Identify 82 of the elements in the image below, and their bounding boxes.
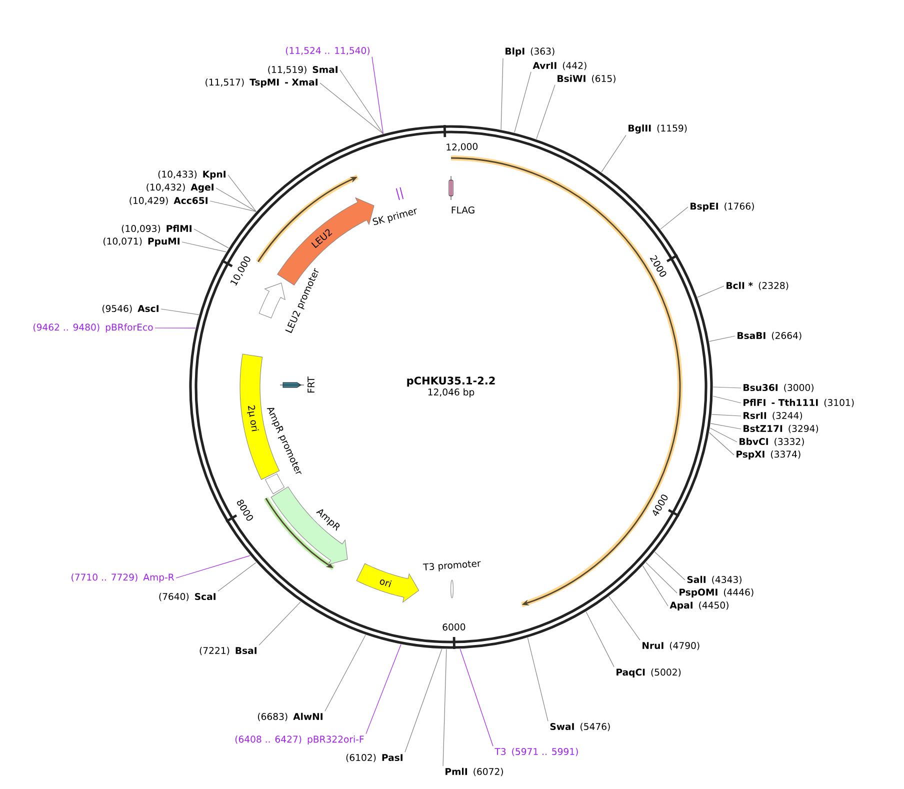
- enzyme-site-label: SalI (4343): [687, 576, 742, 584]
- leader-line: [372, 56, 384, 134]
- feature-label: FLAG: [452, 206, 474, 214]
- plasmid-name: pCHKU35.1-2.2 12,046 bp: [407, 376, 495, 398]
- leader-line: [697, 286, 724, 298]
- leader-line: [228, 174, 256, 212]
- enzyme-site-label: ApaI (4450): [670, 602, 728, 610]
- tick-label: 12,000: [446, 142, 478, 152]
- leader-line: [218, 562, 256, 592]
- leader-line: [176, 555, 250, 578]
- enzyme-site-label: (11,519) SmaI: [268, 66, 338, 74]
- gene-feature: ori: [356, 563, 420, 602]
- leader-line: [586, 611, 614, 668]
- enzyme-site-label: (10,433) KpnI: [158, 170, 226, 180]
- leader-line: [366, 644, 402, 734]
- enzyme-site-label: SwaI (5476): [550, 722, 610, 732]
- leader-line: [210, 200, 256, 212]
- enzyme-site-label: (10,432) AgeI: [146, 183, 214, 193]
- primer-label: (11,524 .. 11,540): [286, 46, 370, 56]
- enzyme-site-label: (7640) ScaI: [159, 592, 216, 602]
- enzyme-site-label: PspOMI (4446): [680, 588, 754, 598]
- leader-line: [646, 562, 678, 594]
- enzyme-site-label: PflFI - Tth111I (3101): [744, 398, 854, 408]
- feature-label: T3 promoter: [422, 560, 481, 572]
- leader-line: [182, 242, 227, 252]
- primer-label: T3 (5971 .. 5991): [494, 748, 578, 756]
- leader-line: [654, 552, 686, 580]
- enzyme-site-label: NruI (4790): [642, 642, 700, 650]
- leader-line: [194, 228, 229, 248]
- feature-label: SK primer: [372, 208, 417, 225]
- enzyme-site-label: BglII (1159): [628, 124, 687, 134]
- leader-line: [660, 206, 688, 230]
- enzyme-site-label: PaqCI (5002): [616, 668, 681, 678]
- leader-line: [258, 601, 301, 646]
- enzyme-site-label: BlpI (363): [506, 47, 554, 56]
- leader-line: [340, 70, 384, 134]
- enzyme-site-label: (10,429) Acc65I: [130, 196, 208, 206]
- enzyme-site-label: BstZ17I (3294): [744, 424, 818, 434]
- leader-line: [708, 336, 736, 342]
- leader-line: [710, 428, 738, 442]
- primer-label: (9462 .. 9480) pBRforEco: [33, 323, 153, 332]
- enzyme-site-label: (11,517) TspMI - XmaI: [206, 78, 318, 88]
- leader-line: [708, 432, 734, 456]
- leader-line: [642, 566, 668, 606]
- leader-line: [710, 423, 742, 430]
- enzyme-site-label: AvrII (442): [532, 62, 586, 70]
- leader-line: [712, 396, 742, 404]
- leader-line: [442, 648, 447, 766]
- feature-label: FRT: [308, 376, 314, 392]
- leader-line: [608, 596, 640, 640]
- leader-line: [527, 637, 548, 722]
- leader-line: [460, 648, 494, 746]
- primer-label: (7710 .. 7729) Amp-R: [72, 574, 174, 582]
- leader-line: [500, 58, 504, 130]
- leader-line: [712, 386, 742, 388]
- leader-line: [601, 134, 626, 173]
- enzyme-site-label: (10,093) PflMI: [122, 224, 192, 234]
- leader-line: [216, 188, 256, 212]
- enzyme-site-label: Bsu36I (3000): [744, 384, 814, 392]
- enzyme-site-label: PmlI (6072): [446, 768, 503, 776]
- enzyme-site-label: PspXI (3374): [736, 450, 800, 460]
- enzyme-site-label: (6102) PasI: [346, 754, 402, 762]
- enzyme-site-label: (10,071) PpuMI: [104, 238, 180, 246]
- leader-line: [711, 414, 742, 416]
- primer-label: (6408 .. 6427) pBR322ori-F: [235, 736, 364, 744]
- enzyme-site-label: (9546) AscI: [102, 304, 158, 314]
- leader-line: [536, 84, 556, 140]
- enzyme-site-label: BsiWI (615): [558, 74, 616, 84]
- leader-line: [324, 634, 366, 712]
- leader-line: [320, 82, 384, 134]
- enzyme-site-label: BsaBI (2664): [738, 332, 802, 340]
- leader-line: [160, 308, 200, 316]
- leader-line: [514, 72, 532, 133]
- tick-label: 6000: [442, 623, 466, 631]
- tick-label: 4000: [652, 494, 668, 516]
- enzyme-site-label: BbvCI (3332): [740, 438, 804, 446]
- leader-line: [404, 648, 442, 752]
- enzyme-site-label: (7221) BsaI: [200, 646, 256, 656]
- enzyme-site-label: RsrII (3244): [744, 412, 802, 420]
- enzyme-site-label: BspEI (1766): [690, 202, 754, 212]
- enzyme-site-label: BclI * (2328): [726, 282, 788, 290]
- enzyme-site-label: (6683) AlwNI: [258, 712, 322, 722]
